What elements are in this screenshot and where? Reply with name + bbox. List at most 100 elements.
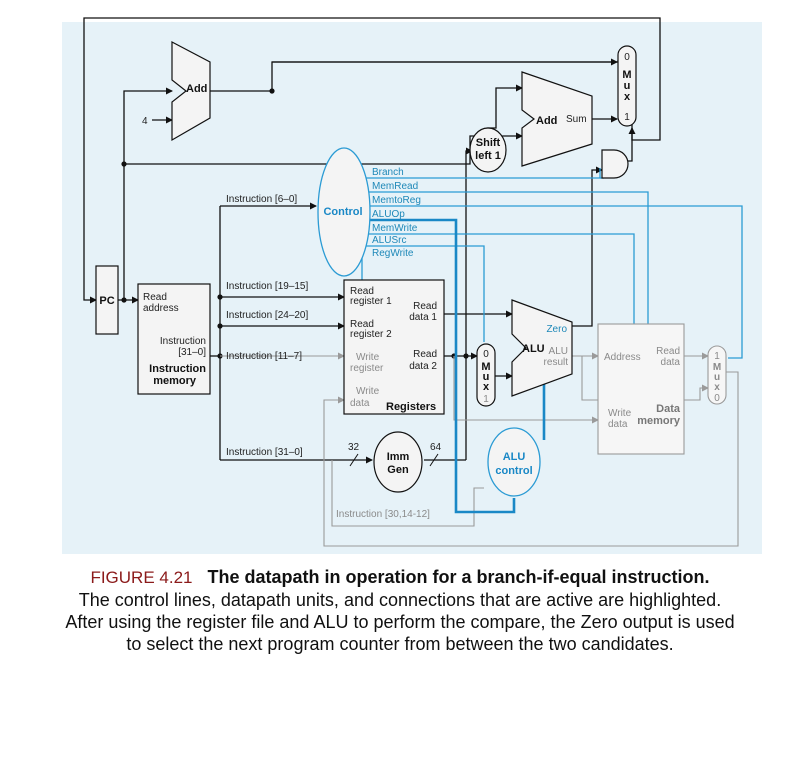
alu-control: ALU control — [487, 427, 541, 497]
rf-write-data-b: data — [350, 398, 370, 409]
instruction-field-labels: Instruction [6–0] Instruction [19–15] In… — [226, 194, 430, 520]
datapath-diagram: PC Add 4 Add Sum 0 M u x 1 Shift left 1 … — [62, 17, 762, 554]
alu: ALU Zero ALU result — [511, 299, 573, 397]
imem-bits-label: [31–0] — [178, 347, 206, 358]
control-unit: Control — [317, 147, 371, 277]
alu-mux-in0: 0 — [483, 349, 489, 360]
field-24-20: Instruction [24–20] — [226, 310, 308, 321]
pc-mux-in1: 1 — [624, 112, 630, 123]
pc-mux-u: u — [624, 80, 631, 92]
signal-aluop: ALUOp — [372, 209, 405, 220]
pc-mux-in0: 0 — [624, 52, 630, 63]
imem-read-label: Read — [143, 292, 167, 303]
alu-mux-in1: 1 — [483, 394, 489, 405]
and-gate — [601, 149, 629, 179]
const-four: 4 — [142, 116, 148, 127]
imem-address-label: address — [143, 303, 179, 314]
inactive-wires — [220, 352, 739, 547]
field-6-0: Instruction [6–0] — [226, 194, 297, 205]
rf-read-data1-a: Read — [413, 301, 437, 312]
alu-result-label-2: result — [544, 357, 569, 368]
figure-caption: FIGURE 4.21 The datapath in operation fo… — [60, 566, 740, 655]
signal-memread: MemRead — [372, 181, 418, 192]
rf-title: Registers — [386, 401, 436, 413]
pc-to-add-wire — [123, 87, 173, 300]
rf-read-reg1-b: register 1 — [350, 296, 392, 307]
write-data-mem-wire — [453, 356, 599, 424]
imem-title-2: memory — [153, 375, 197, 387]
rf-read-reg1-a: Read — [350, 286, 374, 297]
rf-write-data-a: Write — [356, 386, 380, 397]
rf-read-data2-a: Read — [413, 349, 437, 360]
figure-title: The datapath in operation for a branch-i… — [207, 567, 710, 587]
signal-branch: Branch — [372, 167, 404, 178]
writeback-mux: 1 M u x 0 — [707, 345, 727, 405]
shift-label-1: Shift — [476, 137, 501, 149]
pc-adder: Add 4 — [142, 41, 211, 142]
field-31-0: Instruction [31–0] — [226, 447, 303, 458]
wb-mux-in0: 0 — [714, 393, 720, 404]
imem-instruction-label: Instruction — [160, 336, 206, 347]
control-signal-labels: Branch MemRead MemtoReg ALUOp MemWrite A… — [372, 167, 421, 259]
figure-number: FIGURE 4.21 — [90, 568, 193, 587]
branch-adder: Add Sum — [521, 71, 593, 167]
imm-gen-label-2: Gen — [387, 464, 409, 476]
active-highlight-wires — [366, 218, 546, 514]
alu-zero-label: Zero — [546, 324, 567, 335]
dmem-write-label: Write — [608, 408, 632, 419]
pcsrc-wire — [628, 127, 636, 162]
pc-label: PC — [99, 295, 114, 307]
signal-memtoreg: MemtoReg — [372, 195, 421, 206]
memtoreg-wire — [366, 205, 743, 359]
imm-gen: Imm Gen 32 64 — [348, 431, 442, 493]
datapath-svg: PC Add 4 Add Sum 0 M u x 1 Shift left 1 … — [62, 17, 762, 554]
zero-wire — [572, 166, 603, 327]
control-label: Control — [323, 206, 362, 218]
dmem-read-label: Read — [656, 346, 680, 357]
alu-mux-m: M — [481, 361, 490, 373]
pc-mux-x: x — [624, 91, 631, 103]
dmem-address-label: Address — [604, 352, 641, 363]
imm-gen-out-bits: 64 — [430, 442, 442, 453]
alu-mux-x: x — [483, 381, 490, 393]
rf-write-reg-b: register — [350, 363, 384, 374]
instr-30-14-12-wire — [331, 460, 484, 527]
dmem-title-1: Data — [656, 403, 681, 415]
alusrc-wire — [366, 245, 485, 342]
alu-control-label-2: control — [495, 465, 532, 477]
signal-regwrite: RegWrite — [372, 248, 414, 259]
alu-src-mux: 0 M u x 1 — [476, 343, 496, 407]
alu-result-bypass-wire — [581, 356, 709, 401]
alu-mux-u: u — [483, 371, 490, 383]
imem-title-1: Instruction — [149, 363, 206, 375]
wb-mux-u: u — [714, 372, 720, 383]
field-30-14-12: Instruction [30,14-12] — [336, 509, 430, 520]
signal-alusrc: ALUSrc — [372, 235, 406, 246]
alu-result-label-1: ALU — [549, 346, 568, 357]
pc-mux-m: M — [622, 69, 631, 81]
add-label: Add — [186, 83, 207, 95]
dmem-write-data-label: data — [608, 419, 628, 430]
data-memory: Address Read data Write data Data memory — [597, 323, 685, 455]
rf-read-data1-b: data 1 — [409, 312, 437, 323]
field-19-15: Instruction [19–15] — [226, 281, 308, 292]
instruction-memory: Read address Instruction [31–0] Instruct… — [137, 283, 211, 395]
register-file: Read register 1 Read register 2 Write re… — [343, 279, 445, 415]
signal-memwrite: MemWrite — [372, 223, 418, 234]
pc-mux: 0 M u x 1 — [617, 45, 637, 127]
pc-register: PC — [95, 265, 119, 335]
shift-label-2: left 1 — [475, 150, 501, 162]
writeback-wire — [323, 371, 739, 547]
wb-mux-in1: 1 — [714, 351, 720, 362]
alu-label: ALU — [522, 343, 545, 355]
rf-read-data2-b: data 2 — [409, 361, 437, 372]
wb-mux-m: M — [713, 362, 721, 373]
shift-left-unit: Shift left 1 — [469, 127, 507, 173]
rf-read-reg2-b: register 2 — [350, 329, 392, 340]
rf-read-reg2-a: Read — [350, 319, 374, 330]
imm-gen-in-bits: 32 — [348, 442, 360, 453]
imm-gen-label-1: Imm — [387, 451, 410, 463]
sum-label: Sum — [566, 114, 587, 125]
caption-body: The control lines, datapath units, and c… — [65, 590, 735, 654]
wb-mux-x: x — [714, 382, 720, 393]
